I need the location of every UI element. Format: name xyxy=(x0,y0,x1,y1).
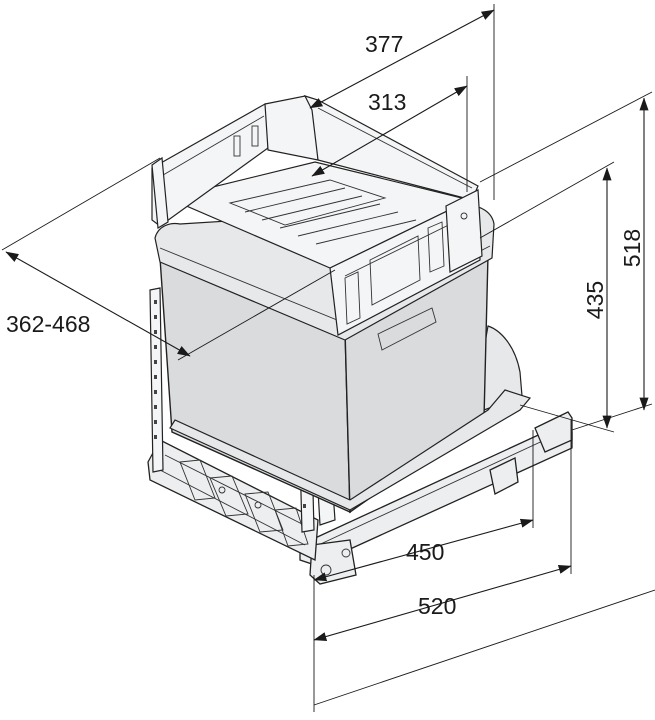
dimension-lines xyxy=(1,4,655,712)
dim-label-450: 450 xyxy=(406,539,444,565)
left-upright xyxy=(149,287,164,473)
dim-label-362-468: 362-468 xyxy=(6,311,90,337)
dim-line-313 xyxy=(311,85,468,177)
dim-label-377: 377 xyxy=(365,31,403,57)
dim-label-520: 520 xyxy=(418,593,456,619)
dim-label-435: 435 xyxy=(582,281,608,319)
dim-line-520 xyxy=(313,565,572,641)
dim-label-518: 518 xyxy=(619,229,645,267)
dim-label-313: 313 xyxy=(368,89,406,115)
dim-line-362-468 xyxy=(5,251,191,357)
